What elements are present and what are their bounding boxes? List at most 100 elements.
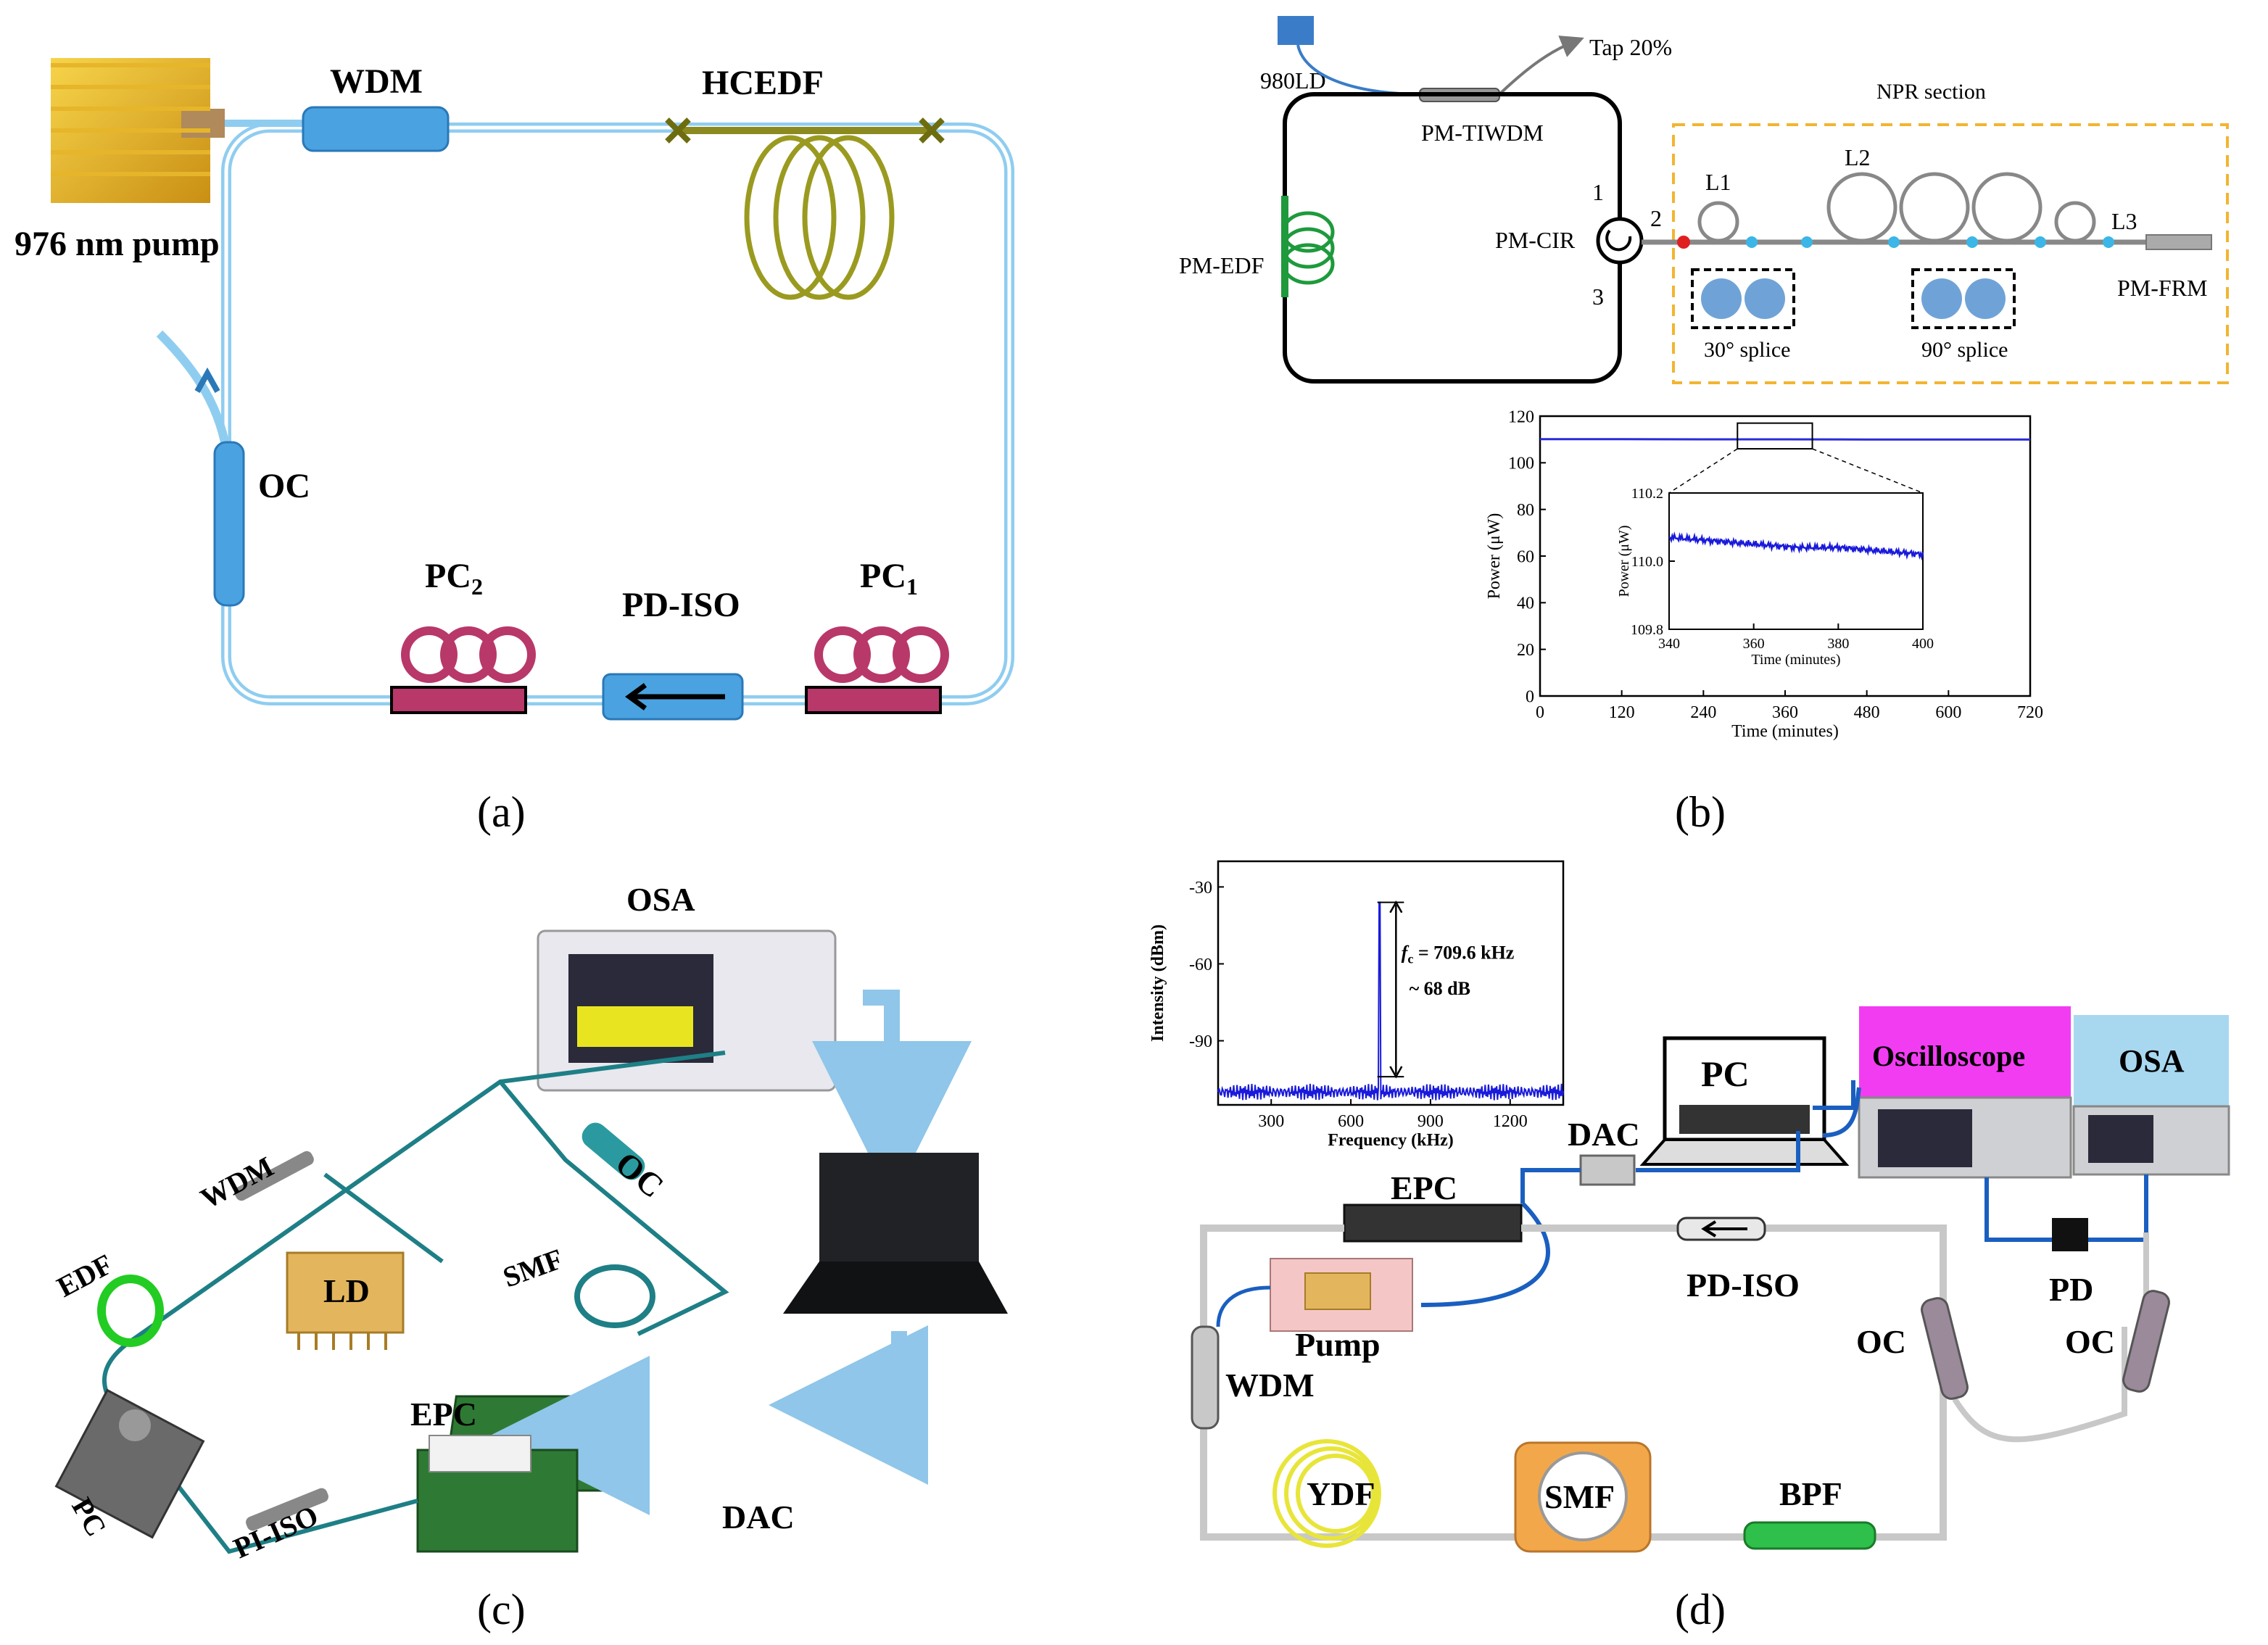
- epc-label-c: EPC: [410, 1396, 477, 1433]
- fiber-ring-c: [102, 1051, 726, 1554]
- y-tick-label: 110.2: [1631, 486, 1663, 502]
- annotation-db: ~ 68 dB: [1410, 978, 1470, 999]
- pd-label-d: PD: [2049, 1271, 2093, 1308]
- ld-label: 980LD: [1260, 67, 1326, 94]
- oc1-label-d: OC: [1856, 1323, 1906, 1360]
- y-tick-label: -30: [1189, 879, 1212, 898]
- y-tick-label: 120: [1508, 407, 1534, 426]
- output-arrow-icon: [194, 367, 220, 393]
- y-axis-label: Power (μW): [1485, 513, 1504, 600]
- wdm-label: WDM: [330, 62, 423, 101]
- port3-label: 3: [1592, 283, 1604, 310]
- x-tick-label: 120: [1609, 703, 1635, 722]
- oscilloscope-header: [1859, 1006, 2071, 1098]
- osc-label-d: Oscilloscope: [1872, 1040, 2025, 1072]
- hcedf-label: HCEDF: [702, 64, 824, 102]
- dac-label-c: DAC: [722, 1499, 795, 1536]
- osa-label-d: OSA: [2119, 1043, 2185, 1079]
- splice90-box: [1911, 268, 2016, 329]
- pm-edf-coil-icon: [1281, 196, 1335, 297]
- wdm-coupler-c: [234, 1151, 314, 1201]
- npr-section-box: [1672, 123, 2229, 384]
- splice30-label: 30° splice: [1704, 338, 1790, 362]
- snr-arrow-head: [1389, 1066, 1403, 1079]
- panel-c: OSA DAC EPC OC WDM EDF LD SMF: [51, 881, 1008, 1633]
- splice30-box: [1691, 268, 1795, 329]
- plot-frame: [1217, 860, 1565, 1106]
- y-tick-label: 109.8: [1631, 622, 1663, 638]
- wdm-coupler-icon: [302, 106, 450, 152]
- y-tick-label: 0: [1526, 687, 1534, 706]
- pc2-label: PC2: [425, 557, 483, 600]
- osa-header-d: [2074, 1015, 2229, 1106]
- isolator-arrow-icon: [625, 683, 725, 710]
- port2-label: 2: [1650, 205, 1662, 231]
- oc-label: OC: [258, 467, 310, 505]
- annotation-fc: fc = 709.6 kHz: [1402, 942, 1515, 966]
- x-tick-label: 600: [1338, 1112, 1364, 1131]
- l3-label: L3: [2111, 208, 2137, 234]
- cir-label: PM-CIR: [1495, 227, 1576, 253]
- y-tick-label: -60: [1189, 956, 1212, 974]
- ld-package-icon: [286, 1251, 405, 1350]
- circulator-icon: [1596, 217, 1644, 265]
- smf-label-c: SMF: [499, 1242, 568, 1293]
- x-tick-label: 0: [1536, 703, 1544, 722]
- x-tick-label: 600: [1935, 703, 1961, 722]
- y-tick-label: 100: [1508, 455, 1534, 473]
- osa-to-laptop-arrow: [812, 990, 972, 1201]
- pc2-controller-icon: [390, 626, 536, 714]
- frm-icon: [2145, 234, 2212, 250]
- ld-label-c: LD: [323, 1272, 370, 1309]
- edf-coil-icon: [97, 1275, 164, 1347]
- x-tick-label: 480: [1854, 703, 1880, 722]
- x-tick-label: 360: [1772, 703, 1798, 722]
- y-tick-label: 80: [1517, 501, 1534, 520]
- pc1-label: PC1: [860, 557, 918, 600]
- pc1-controller-icon: [805, 626, 949, 714]
- frm-label: PM-FRM: [2117, 275, 2208, 301]
- panel-a: 976 nm pump WDM HCEDF OC PC2 PD-ISO: [15, 58, 1014, 836]
- laptop-to-dac-arrow: [769, 1325, 928, 1485]
- x-tick-label: 1200: [1493, 1112, 1528, 1131]
- oc-coupler-d1: [1921, 1297, 1969, 1400]
- splice90-label: 90° splice: [1921, 338, 2008, 362]
- epc-label-d: EPC: [1391, 1169, 1457, 1206]
- y-tick-label: 110.0: [1631, 554, 1663, 570]
- y-tick-label: 60: [1517, 547, 1534, 566]
- smf-coil-icon: [574, 1264, 655, 1328]
- x-tick-label: 340: [1658, 636, 1680, 652]
- x-tick-label: 300: [1258, 1112, 1284, 1131]
- l2-label: L2: [1845, 144, 1871, 170]
- x-axis-label: Frequency (kHz): [1328, 1131, 1454, 1150]
- hcedf-coil-icon: [665, 117, 945, 300]
- pump-laser-icon: [51, 58, 312, 203]
- l1-label: L1: [1705, 169, 1731, 195]
- y-tick-label: 20: [1517, 641, 1534, 660]
- x-tick-label: 720: [2017, 703, 2043, 722]
- inset-series-line: [1668, 531, 1924, 561]
- caption-d: (d): [1675, 1586, 1726, 1633]
- wdm-coupler-d: [1191, 1325, 1220, 1430]
- oc2-label-d: OC: [2065, 1323, 2115, 1360]
- x-axis-label: Time (minutes): [1751, 652, 1840, 668]
- tap-fiber: [1498, 36, 1584, 96]
- oc-coupler-icon: [213, 441, 245, 607]
- npr-loops: [1697, 172, 2096, 243]
- x-tick-label: 240: [1690, 703, 1716, 722]
- dac-icon-d: [1579, 1154, 1636, 1186]
- x-tick-label: 400: [1912, 636, 1934, 652]
- x-tick-label: 380: [1827, 636, 1849, 652]
- bpf-icon: [1743, 1521, 1876, 1550]
- caption-c: (c): [477, 1586, 526, 1633]
- pdiso-label: PD-ISO: [622, 586, 740, 624]
- pdiso-label-d: PD-ISO: [1686, 1267, 1800, 1304]
- dac-label-d: DAC: [1568, 1116, 1640, 1153]
- pump-label: 976 nm pump: [15, 225, 220, 263]
- caption-b: (b): [1675, 788, 1726, 836]
